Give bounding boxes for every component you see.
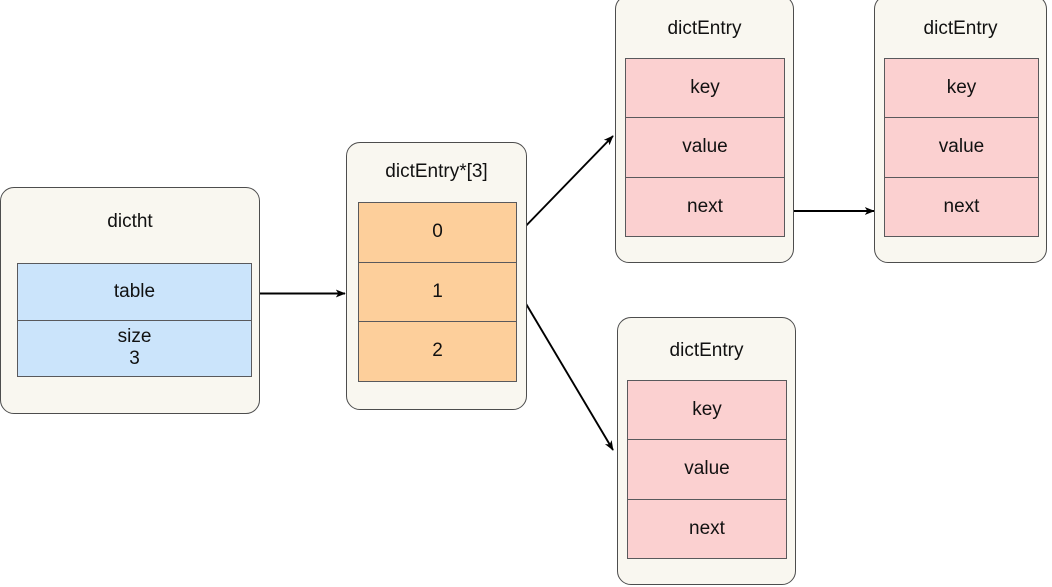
node-entry-bucket1-head-fields: key value next <box>625 58 785 237</box>
node-entry-bucket1-tail-fields: key value next <box>884 58 1039 237</box>
node-dictht-fields: table size 3 <box>17 263 252 377</box>
field-value[interactable]: value <box>885 117 1038 177</box>
field-next[interactable]: next <box>885 176 1038 236</box>
bucket-index-1[interactable]: 1 <box>359 261 516 322</box>
edge-bucket0-to-entry <box>518 135 614 234</box>
node-entry-bucket1-tail[interactable]: dictEntry key value next <box>874 0 1047 263</box>
field-next[interactable]: next <box>628 498 786 558</box>
node-entry-bucket1-head-title: dictEntry <box>667 18 742 39</box>
field-size[interactable]: size 3 <box>18 319 251 376</box>
field-table[interactable]: table <box>18 264 251 320</box>
node-entry-bucket2-fields: key value next <box>627 380 787 559</box>
bucket-index-0[interactable]: 0 <box>359 203 516 262</box>
node-entry-bucket2[interactable]: dictEntry key value next <box>617 317 796 585</box>
node-entry-bucket1-head[interactable]: dictEntry key value next <box>615 0 794 263</box>
field-value[interactable]: value <box>626 117 784 177</box>
edge-bucket1-to-entry <box>518 291 614 451</box>
node-bucket-array-fields: 0 1 2 <box>358 202 517 382</box>
node-dictht[interactable]: dictht table size 3 <box>0 187 260 414</box>
field-value[interactable]: value <box>628 439 786 499</box>
field-key[interactable]: key <box>885 59 1038 118</box>
node-entry-bucket1-tail-title: dictEntry <box>923 18 998 39</box>
bucket-index-2[interactable]: 2 <box>359 321 516 382</box>
field-next[interactable]: next <box>626 176 784 236</box>
node-bucket-array[interactable]: dictEntry*[3] 0 1 2 <box>346 142 527 410</box>
node-entry-bucket2-title: dictEntry <box>669 340 744 361</box>
field-key[interactable]: key <box>626 59 784 118</box>
field-key[interactable]: key <box>628 381 786 440</box>
node-bucket-array-title: dictEntry*[3] <box>385 161 488 182</box>
node-dictht-title: dictht <box>107 211 153 232</box>
